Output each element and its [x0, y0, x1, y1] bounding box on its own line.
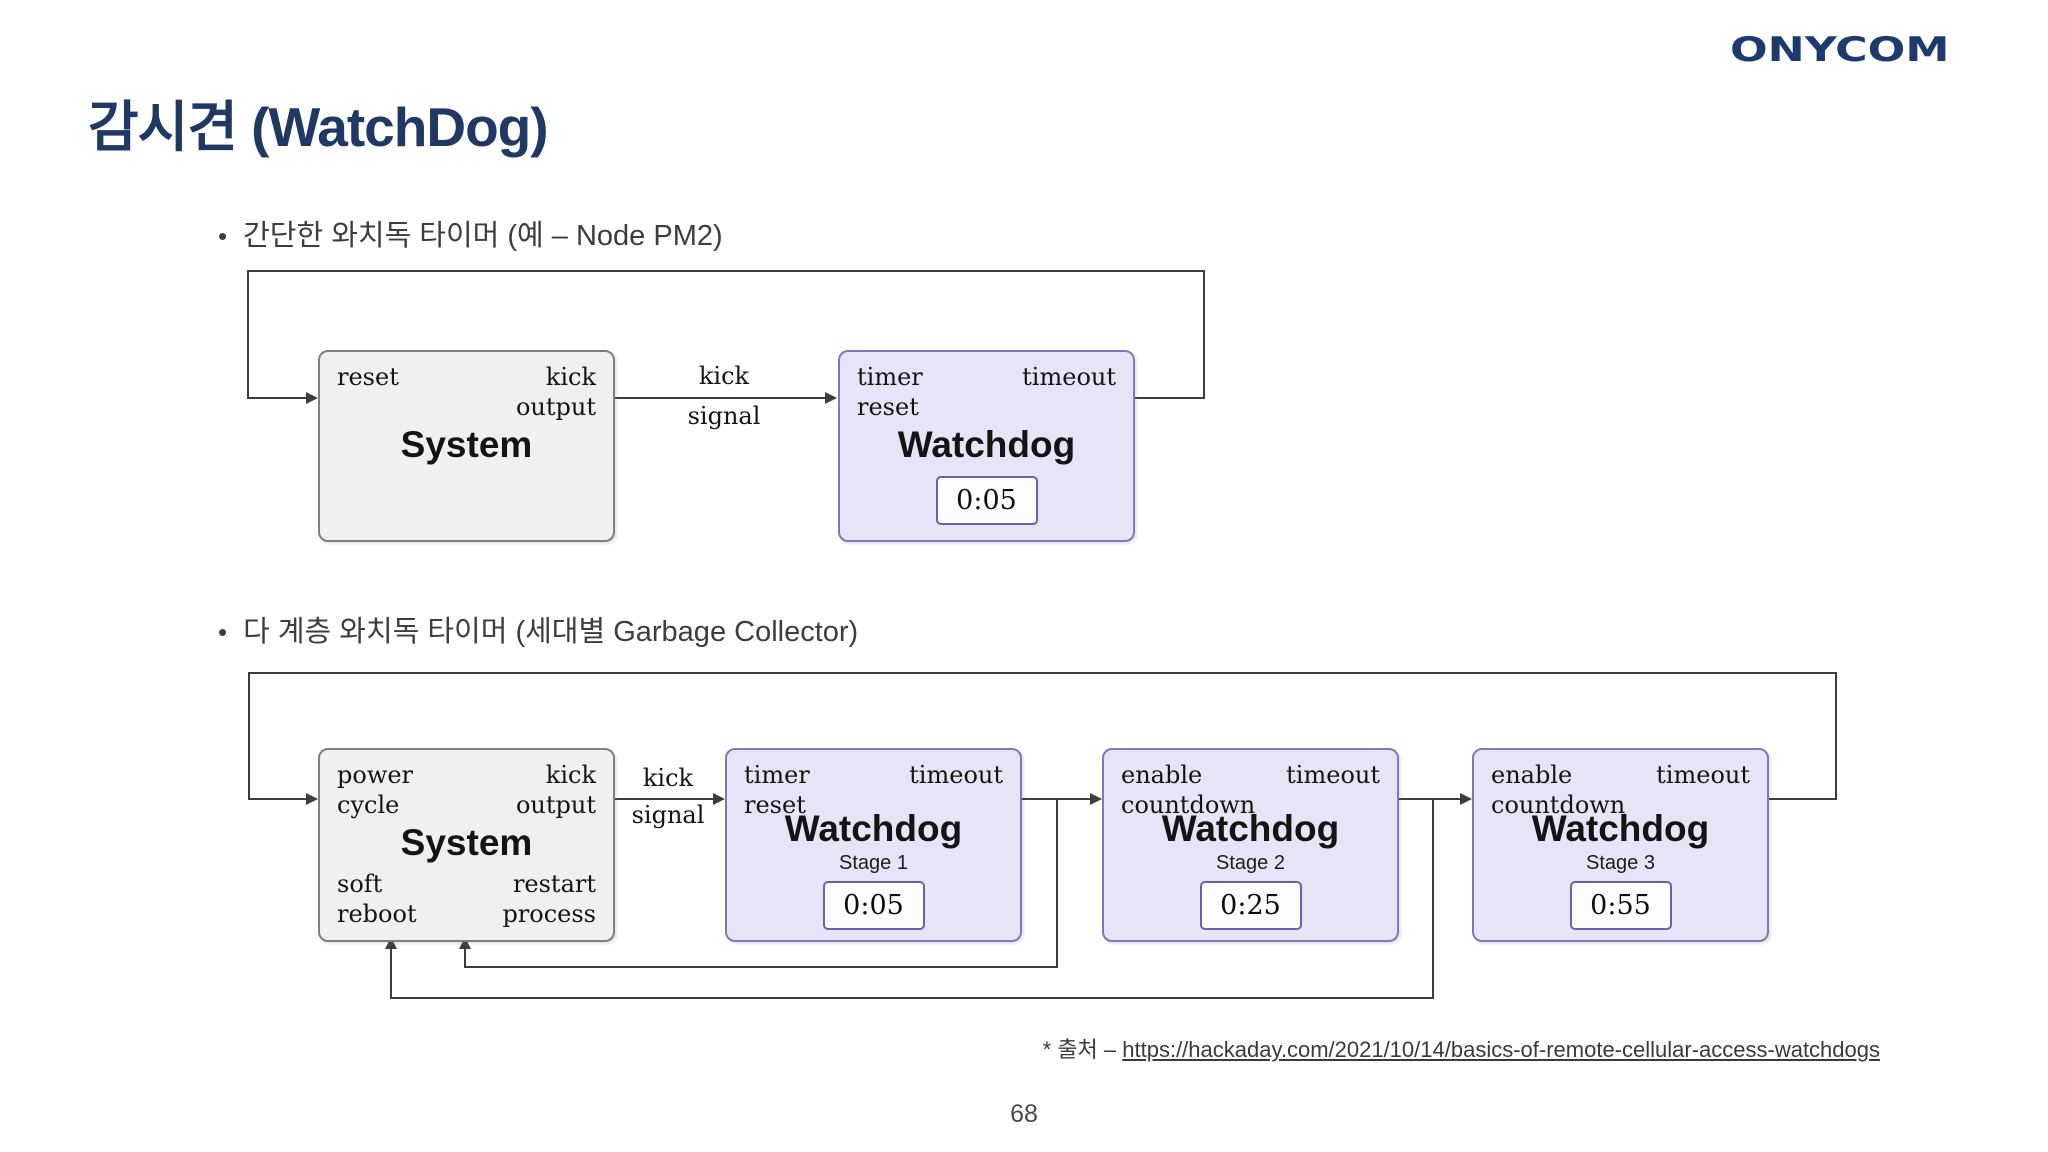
d2-stage3-timeout-line	[1765, 798, 1837, 800]
d2-system-port-soft-reboot: soft reboot	[337, 870, 417, 928]
d1-watchdog-title: Watchdog	[897, 424, 1076, 465]
d1-watchdog-timer-value: 0:05	[935, 476, 1038, 525]
bullet-simple-watchdog: • 간단한 와치독 타이머 (예 – Node PM2)	[218, 212, 723, 254]
d2-stage1-stage2-line	[1018, 798, 1090, 800]
d2-watchdog-stage3-box: enable countdown timeout Watchdog Stage …	[1472, 748, 1769, 942]
onycom-logo: ONYCOM	[1730, 30, 1950, 70]
d1-system-box: reset kick output System	[318, 350, 615, 542]
source-citation: * 출처 – https://hackaday.com/2021/10/14/b…	[1043, 1032, 1880, 1064]
d1-timeout-line	[1131, 397, 1205, 399]
d1-watchdog-port-timeout: timeout	[1022, 363, 1116, 391]
d2-stage3-arrowhead-icon	[1460, 793, 1472, 805]
d1-loop-left-line	[247, 270, 249, 399]
d2-stage2-port-enable-countdown: enable countdown	[1121, 761, 1256, 819]
d2-stage3-label: Stage 3	[1586, 852, 1655, 874]
d2-kick-line	[611, 798, 713, 800]
d2-system-port-restart-process: restart process	[502, 870, 596, 928]
d2-stage3-port-timeout: timeout	[1656, 761, 1750, 789]
d2-stage1-title: Watchdog	[784, 808, 963, 849]
d2-stage3-title: Watchdog	[1531, 808, 1710, 849]
d1-loop-right-line	[1203, 270, 1205, 399]
d1-kick-label: kick	[698, 362, 750, 390]
d2-kick-label: kick	[642, 764, 694, 792]
d1-reset-line	[248, 397, 308, 399]
d2-watchdog-stage2-box: enable countdown timeout Watchdog Stage …	[1102, 748, 1399, 942]
bullet-dot: •	[218, 617, 228, 647]
d2-system-box: power cycle kick output System soft rebo…	[318, 748, 615, 942]
d1-watchdog-box: timer reset timeout Watchdog 0:05	[838, 350, 1135, 542]
d2-powercycle-line	[249, 798, 306, 800]
d2-feedback1-vertical-line	[464, 948, 466, 968]
d2-system-title: System	[400, 822, 533, 863]
d2-stage3-port-enable-countdown: enable countdown	[1491, 761, 1626, 819]
d1-system-port-reset: reset	[337, 363, 399, 391]
d1-loop-top-line	[247, 270, 1205, 272]
d1-reset-arrowhead-icon	[306, 392, 318, 404]
bullet-multitier-watchdog: • 다 계층 와치독 타이머 (세대별 Garbage Collector)	[218, 608, 858, 650]
d1-kick-arrowhead-icon	[825, 392, 837, 404]
d2-feedback2-vertical-line	[390, 948, 392, 999]
d1-system-port-kick-output: kick output	[515, 363, 596, 421]
d2-stage2-label: Stage 2	[1216, 852, 1285, 874]
d2-signal-label: signal	[631, 801, 705, 829]
d2-stage2-title: Watchdog	[1161, 808, 1340, 849]
page-title: 감시견 (WatchDog)	[88, 96, 549, 158]
d1-signal-label: signal	[687, 402, 761, 430]
d2-stage1-port-timeout: timeout	[909, 761, 1003, 789]
d2-stage1-branch-line	[1056, 798, 1058, 968]
source-prefix: * 출처 –	[1042, 1037, 1123, 1062]
bullet-dot: •	[218, 221, 228, 251]
d2-system-port-kick-output: kick output	[515, 761, 596, 819]
d2-loop-top-line	[248, 672, 1837, 674]
d2-stage1-timer-value: 0:05	[822, 881, 925, 930]
d2-watchdog-stage1-box: timer reset timeout Watchdog Stage 1 0:0…	[725, 748, 1022, 942]
d2-powercycle-arrowhead-icon	[306, 793, 318, 805]
d2-stage1-port-timer-reset: timer reset	[744, 761, 810, 819]
d2-stage3-timer-value: 0:55	[1569, 881, 1672, 930]
d2-stage2-port-timeout: timeout	[1286, 761, 1380, 789]
d2-loop-right-line	[1835, 672, 1837, 800]
d1-system-title: System	[400, 424, 533, 465]
d2-feedback1-horizontal-line	[464, 966, 1058, 968]
d2-stage2-timer-value: 0:25	[1199, 881, 1302, 930]
d1-kick-line	[611, 397, 827, 399]
d2-stage2-branch-line	[1432, 798, 1434, 999]
d2-kick-arrowhead-icon	[713, 793, 725, 805]
d2-feedback2-horizontal-line	[390, 997, 1434, 999]
bullet-text: 다 계층 와치독 타이머 (세대별 Garbage Collector)	[243, 616, 859, 648]
bullet-text: 간단한 와치독 타이머 (예 – Node PM2)	[243, 220, 723, 252]
d2-loop-left-line	[248, 672, 250, 800]
d2-stage1-label: Stage 1	[839, 852, 908, 874]
d2-system-port-power-cycle: power cycle	[337, 761, 414, 819]
d2-stage2-stage3-line	[1396, 798, 1460, 800]
d2-stage2-arrowhead-icon	[1090, 793, 1102, 805]
source-link[interactable]: https://hackaday.com/2021/10/14/basics-o…	[1122, 1037, 1880, 1062]
d1-watchdog-port-timer-reset: timer reset	[857, 363, 923, 421]
page-number: 68	[1010, 1100, 1038, 1128]
